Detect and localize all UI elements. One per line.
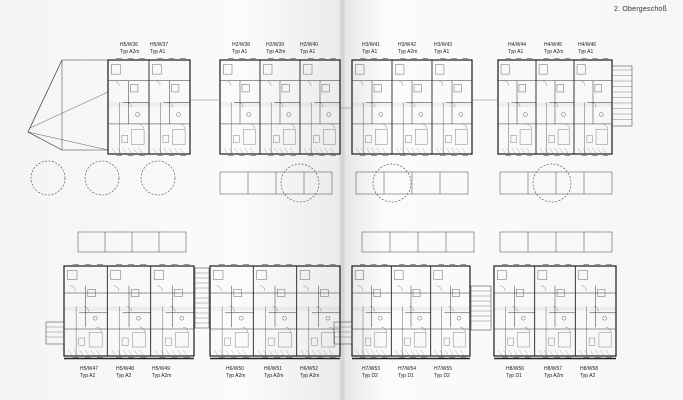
lower-unit-number: H8/W57 xyxy=(544,366,562,372)
upper-unit-number: H5/W36 xyxy=(120,42,138,48)
upper-unit-number: H4/W44 xyxy=(508,42,526,48)
upper-unit-type: Typ A1 xyxy=(578,49,594,55)
upper-block-2 xyxy=(219,59,341,155)
upper-unit-type: Typ A1 xyxy=(434,49,450,55)
lower-unit-number: H6/W50 xyxy=(226,366,244,372)
lower-unit-number: H5/W47 xyxy=(80,366,98,372)
lower-unit-number: H7/W53 xyxy=(362,366,380,372)
upper-unit-type: Typ A1 xyxy=(150,49,166,55)
upper-unit-type: Typ A2m xyxy=(544,49,563,55)
upper-unit-type: Typ A1 xyxy=(300,49,316,55)
upper-unit-type: Typ A1 xyxy=(232,49,248,55)
upper-unit-type: Typ A2m xyxy=(398,49,417,55)
upper-unit-number: H4/W45 xyxy=(544,42,562,48)
upper-unit-number: H2/W38 xyxy=(232,42,250,48)
lower-unit-type: Typ A2 xyxy=(116,373,132,379)
lower-block-1 xyxy=(63,265,195,357)
lower-unit-number: H5/W48 xyxy=(116,366,134,372)
lower-unit-type: Typ A2m xyxy=(300,373,319,379)
upper-unit-number: H2/W39 xyxy=(266,42,284,48)
lower-unit-number: H8/W56 xyxy=(506,366,524,372)
lower-unit-number: H7/W55 xyxy=(434,366,452,372)
lower-unit-type: Typ A2m xyxy=(226,373,245,379)
upper-block-3 xyxy=(351,59,473,155)
lower-block-4 xyxy=(493,265,617,357)
lower-row-room-detail xyxy=(46,264,616,360)
site-outline-wedge xyxy=(27,59,109,151)
lower-block-2 xyxy=(209,265,341,357)
floor-title: 2. Obergeschoß xyxy=(614,6,667,13)
left-page xyxy=(0,0,342,400)
lower-block-3 xyxy=(351,265,471,357)
lower-unit-number: H8/W58 xyxy=(580,366,598,372)
lower-unit-type: Typ D2 xyxy=(434,373,450,379)
lower-unit-type: Typ A2m xyxy=(544,373,563,379)
upper-unit-type: Typ A1 xyxy=(362,49,378,55)
upper-row-room-detail xyxy=(108,58,632,156)
lower-unit-type: Typ A2 xyxy=(80,373,96,379)
upper-unit-number: H3/W42 xyxy=(398,42,416,48)
carport-outlines xyxy=(77,171,613,253)
lower-unit-type: Typ A2 xyxy=(580,373,596,379)
lower-unit-type: Typ A2m xyxy=(264,373,283,379)
upper-unit-type: Typ A2m xyxy=(120,49,139,55)
book-gutter xyxy=(338,0,346,400)
right-page xyxy=(342,0,683,400)
lower-unit-number: H6/W52 xyxy=(300,366,318,372)
upper-stair xyxy=(611,65,633,127)
upper-unit-number: H2/W40 xyxy=(300,42,318,48)
lower-unit-type: Typ D1 xyxy=(506,373,522,379)
lower-unit-type: Typ D2 xyxy=(362,373,378,379)
upper-unit-number: H4/W46 xyxy=(578,42,596,48)
lower-unit-type: Typ A2m xyxy=(152,373,171,379)
upper-unit-number: H3/W43 xyxy=(434,42,452,48)
lower-unit-number: H5/W49 xyxy=(152,366,170,372)
lower-unit-number: H7/W54 xyxy=(398,366,416,372)
lower-unit-number: H6/W51 xyxy=(264,366,282,372)
upper-unit-number: H3/W41 xyxy=(362,42,380,48)
lower-unit-type: Typ D1 xyxy=(398,373,414,379)
circular-plazas xyxy=(30,160,572,203)
upper-unit-type: Typ A1 xyxy=(508,49,524,55)
upper-unit-type: Typ A2m xyxy=(266,49,285,55)
upper-unit-number: H5/W37 xyxy=(150,42,168,48)
